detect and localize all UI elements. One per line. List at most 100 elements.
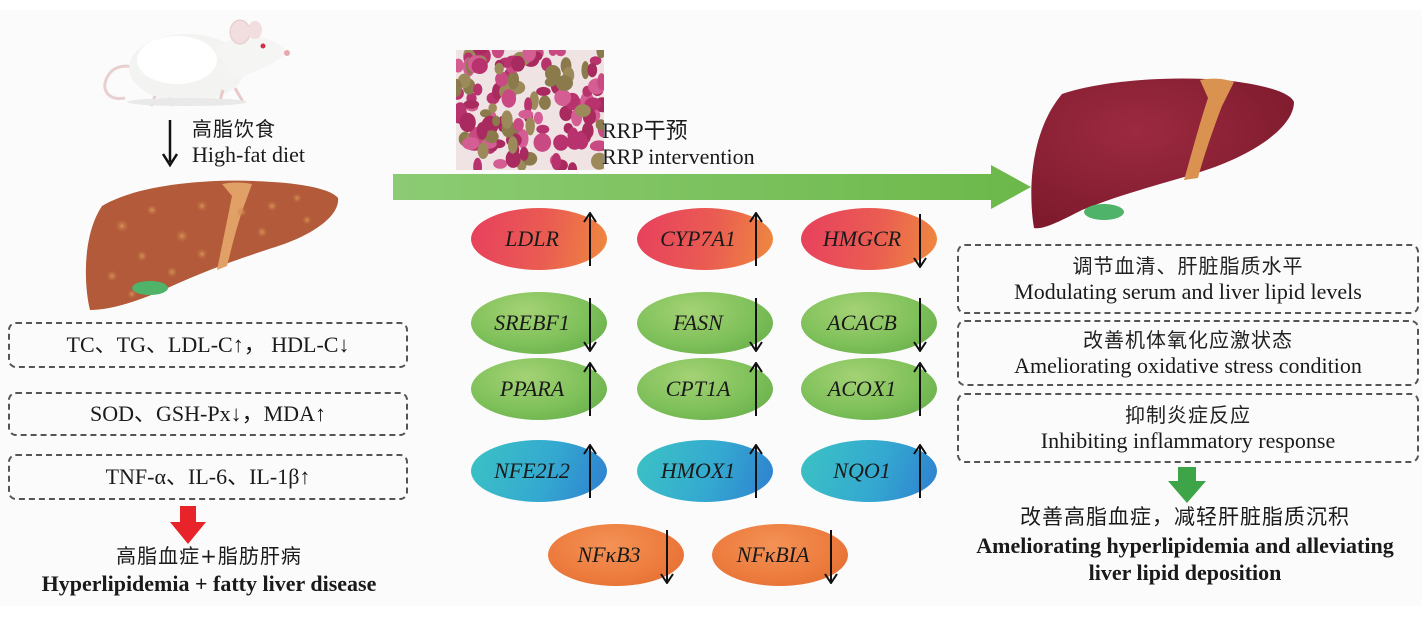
rose-buds-image [456, 50, 604, 170]
rose-bud [494, 62, 504, 75]
rose-bud [522, 50, 536, 62]
up-arrow-icon [583, 362, 597, 416]
gene-name: ACACB [827, 310, 897, 335]
rose-bud [524, 97, 533, 113]
gene-node: CPT1A [637, 358, 773, 420]
rose-bud [473, 83, 483, 96]
healthy-liver-image [1031, 78, 1294, 229]
oxidative-stress-en: Ameliorating oxidative stress condition [1014, 353, 1362, 378]
rose-bud [471, 58, 488, 74]
rose-bud [555, 75, 573, 91]
inflammation-zh: 抑制炎症反应 [1125, 403, 1251, 427]
intervention-label-zh: RRP干预 [602, 118, 688, 143]
rose-bud [505, 149, 521, 168]
green-down-arrow-icon [1168, 467, 1206, 503]
rose-bud [536, 124, 550, 134]
gene-name: LDLR [505, 226, 559, 251]
rose-bud [581, 61, 590, 80]
rose-bud [507, 136, 518, 154]
gene-node: NFκB3 [548, 524, 684, 586]
disease-outcome-en: Hyperlipidemia + fatty liver disease [41, 571, 377, 596]
gene-name: HMGCR [822, 226, 902, 251]
rose-bud [459, 112, 476, 133]
red-down-arrow-icon [170, 506, 206, 544]
rose-bud [473, 50, 488, 55]
rose-bud [492, 115, 501, 127]
rose-bud [456, 78, 462, 97]
inflammatory-indicators-box: TNF-α、IL-6、IL-1β↑ [8, 454, 408, 500]
rose-bud [548, 50, 557, 56]
lipid-indicators-box: TC、TG、LDL-C↑， HDL-C↓ [8, 322, 408, 368]
fatty-liver-image [85, 180, 339, 310]
gene-name: NFκBIA [736, 542, 810, 567]
diet-label: 高脂饮食 High-fat diet [192, 116, 305, 168]
therapeutic-outcome-en-line1: Ameliorating hyperlipidemia and alleviat… [976, 533, 1394, 558]
gene-ellipse [471, 440, 607, 502]
rose-bud [488, 103, 497, 113]
rose-bud [574, 104, 591, 118]
lipid-regulation-zh: 调节血清、肝脏脂质水平 [1072, 254, 1304, 278]
oxidative-stress-zh: 改善机体氧化应激状态 [1083, 328, 1293, 352]
rose-bud [491, 50, 505, 59]
rose-bud [456, 58, 464, 73]
rose-bud [495, 71, 509, 87]
rose-bud [519, 146, 529, 161]
gene-node: NFκBIA [712, 524, 848, 586]
therapeutic-outcome-en-line2: liver lipid deposition [1088, 560, 1282, 585]
gene-node: ACOX1 [801, 358, 937, 420]
rose-bud [525, 116, 535, 136]
rose-bud [480, 109, 492, 118]
gene-name: FASN [673, 310, 723, 335]
gene-name: NQO1 [833, 458, 891, 483]
rose-bud [553, 134, 569, 151]
rose-bud [587, 63, 598, 78]
gene-name: NFκB3 [577, 542, 641, 567]
gene-ellipse [801, 358, 937, 420]
rose-bud [533, 111, 543, 125]
intervention-arrow-icon [393, 165, 1031, 209]
oxidative-indicators-box: SOD、GSH-Px↓，MDA↑ [8, 392, 408, 436]
rose-bud [533, 133, 552, 152]
gene-name: PPARA [499, 376, 565, 401]
rose-bud [511, 55, 525, 72]
gene-name: SREBF1 [494, 310, 570, 335]
rose-bud [566, 133, 583, 150]
gene-name: NFE2L2 [494, 458, 570, 483]
lipid-regulation-en: Modulating serum and liver lipid levels [1014, 279, 1362, 304]
rose-bud [554, 89, 572, 106]
rose-bud [591, 152, 604, 170]
rat-image [103, 19, 290, 107]
rose-bud [501, 110, 513, 129]
rose-bud [507, 70, 519, 90]
down-arrow-icon [583, 298, 597, 352]
gene-node: NQO1 [801, 440, 937, 502]
up-arrow-icon [913, 362, 927, 416]
gene-node: PPARA [471, 358, 607, 420]
inflammation-box: 抑制炎症反应 Inhibiting inflammatory response [957, 393, 1419, 463]
gene-ellipse [801, 440, 937, 502]
lipid-indicators-text: TC、TG、LDL-C↑， HDL-C↓ [66, 332, 350, 357]
disease-outcome-zh: 高脂血症+脂肪肝病 [116, 544, 302, 568]
diet-label-en: High-fat diet [192, 142, 306, 167]
up-arrow-icon [913, 444, 927, 498]
down-arrow-icon [824, 530, 838, 584]
disease-outcome: 高脂血症+脂肪肝病 Hyperlipidemia + fatty liver d… [0, 542, 418, 598]
gene-ellipse [471, 358, 607, 420]
rose-bud [492, 83, 503, 100]
intervention-label: RRP干预 RRP intervention [602, 118, 755, 170]
rose-bud [589, 56, 602, 66]
lipid-regulation-box: 调节血清、肝脏脂质水平 Modulating serum and liver l… [957, 244, 1419, 314]
up-arrow-icon [749, 362, 763, 416]
rose-bud [501, 89, 517, 108]
rose-bud [551, 153, 562, 170]
gene-ellipse [637, 208, 773, 270]
gene-node: SREBF1 [471, 292, 607, 354]
gene-node: NFE2L2 [471, 440, 607, 502]
rose-bud [462, 137, 480, 150]
gene-ellipse [637, 440, 773, 502]
rose-bud [473, 157, 482, 170]
gene-name: CYP7A1 [660, 226, 736, 251]
gene-node: ACACB [801, 292, 937, 354]
rose-bud [513, 118, 524, 132]
up-arrow-icon [583, 444, 597, 498]
